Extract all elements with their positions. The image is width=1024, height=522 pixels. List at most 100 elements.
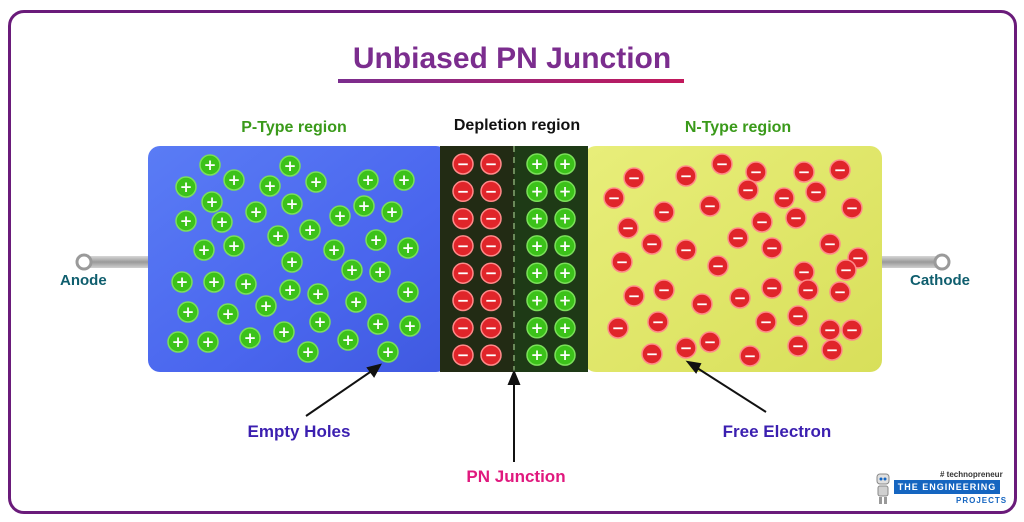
hole-carrier: +: [203, 271, 225, 293]
svg-text:−: −: [457, 264, 470, 282]
logo-sub: PROJECTS: [956, 496, 1008, 505]
svg-text:+: +: [559, 346, 572, 364]
hole-carrier: +: [309, 311, 331, 333]
electron-carrier: −: [452, 207, 474, 230]
hole-carrier: +: [239, 327, 261, 349]
hole-carrier: +: [297, 341, 319, 363]
electron-carrier: −: [641, 233, 663, 255]
electron-carrier: −: [793, 261, 815, 283]
svg-text:+: +: [304, 221, 317, 239]
electron-carrier: −: [805, 181, 827, 203]
svg-text:−: −: [834, 161, 847, 179]
svg-text:+: +: [531, 237, 544, 255]
hole-carrier: +: [345, 291, 367, 313]
svg-text:−: −: [696, 295, 709, 313]
svg-text:+: +: [398, 171, 411, 189]
hole-carrier: +: [279, 155, 301, 177]
n-type-region-label: N-Type region: [684, 119, 792, 136]
svg-text:−: −: [680, 167, 693, 185]
svg-text:−: −: [704, 333, 717, 351]
svg-text:+: +: [286, 253, 299, 271]
logo-tagline: # technopreneur: [940, 470, 1003, 479]
svg-text:−: −: [457, 346, 470, 364]
hole-carrier: +: [171, 271, 193, 293]
hole-carrier: +: [526, 207, 548, 230]
svg-text:+: +: [182, 303, 195, 321]
hole-carrier: +: [223, 169, 245, 191]
hole-carrier: +: [175, 210, 197, 232]
electron-carrier: −: [603, 187, 625, 209]
title-underline: [338, 79, 684, 83]
svg-text:+: +: [198, 241, 211, 259]
svg-text:+: +: [208, 273, 221, 291]
svg-text:+: +: [374, 263, 387, 281]
svg-text:−: −: [485, 319, 498, 337]
svg-text:−: −: [457, 182, 470, 200]
hole-carrier: +: [177, 301, 199, 323]
electron-carrier: −: [819, 233, 841, 255]
svg-text:+: +: [531, 155, 544, 173]
svg-text:−: −: [798, 163, 811, 181]
svg-text:−: −: [457, 237, 470, 255]
svg-text:−: −: [826, 341, 839, 359]
hole-carrier: +: [175, 176, 197, 198]
electron-carrier: −: [452, 289, 474, 312]
svg-text:+: +: [264, 177, 277, 195]
hole-carrier: +: [307, 283, 329, 305]
hole-carrier: +: [337, 329, 359, 351]
svg-text:−: −: [750, 163, 763, 181]
electron-carrier: −: [821, 339, 843, 361]
electron-carrier: −: [641, 343, 663, 365]
svg-text:+: +: [206, 193, 219, 211]
svg-text:−: −: [680, 339, 693, 357]
hole-carrier: +: [554, 344, 576, 366]
hole-carrier: +: [393, 169, 415, 191]
svg-text:+: +: [228, 237, 241, 255]
svg-text:+: +: [370, 231, 383, 249]
electron-carrier: −: [480, 289, 502, 312]
electron-carrier: −: [675, 337, 697, 359]
svg-text:+: +: [531, 182, 544, 200]
hole-carrier: +: [341, 259, 363, 281]
hole-carrier: +: [381, 201, 403, 223]
logo-name: THE ENGINEERING: [894, 480, 1000, 494]
electron-carrier: −: [452, 262, 474, 284]
svg-text:+: +: [314, 313, 327, 331]
svg-text:+: +: [260, 297, 273, 315]
svg-text:−: −: [485, 237, 498, 255]
diagram-title: Unbiased PN Junction: [352, 42, 672, 75]
svg-text:−: −: [734, 289, 747, 307]
cathode-lead: [876, 253, 951, 271]
electron-carrier: −: [675, 239, 697, 261]
robot-icon: [876, 473, 890, 504]
hole-carrier: +: [526, 317, 548, 339]
electron-carrier: −: [829, 281, 851, 303]
electron-carrier: −: [480, 207, 502, 230]
svg-text:−: −: [760, 313, 773, 331]
hole-carrier: +: [259, 175, 281, 197]
svg-text:−: −: [846, 321, 859, 339]
electron-carrier: −: [739, 345, 761, 367]
electron-carrier: −: [480, 180, 502, 203]
electron-carrier: −: [653, 279, 675, 301]
depletion-region-label: Depletion region: [453, 117, 581, 134]
svg-text:+: +: [310, 173, 323, 191]
hole-carrier: +: [305, 171, 327, 193]
svg-text:+: +: [386, 203, 399, 221]
svg-text:+: +: [358, 197, 371, 215]
electron-carrier: −: [793, 161, 815, 183]
svg-text:+: +: [286, 195, 299, 213]
electron-carrier: −: [773, 187, 795, 209]
svg-text:−: −: [680, 241, 693, 259]
electron-carrier: −: [480, 344, 502, 366]
hole-carrier: +: [235, 273, 257, 295]
svg-text:+: +: [302, 343, 315, 361]
svg-text:+: +: [382, 343, 395, 361]
svg-text:+: +: [559, 264, 572, 282]
svg-text:+: +: [202, 333, 215, 351]
svg-text:+: +: [559, 210, 572, 228]
svg-text:−: −: [802, 281, 815, 299]
electron-carrier: −: [829, 159, 851, 181]
svg-text:+: +: [312, 285, 325, 303]
hole-carrier: +: [526, 235, 548, 257]
